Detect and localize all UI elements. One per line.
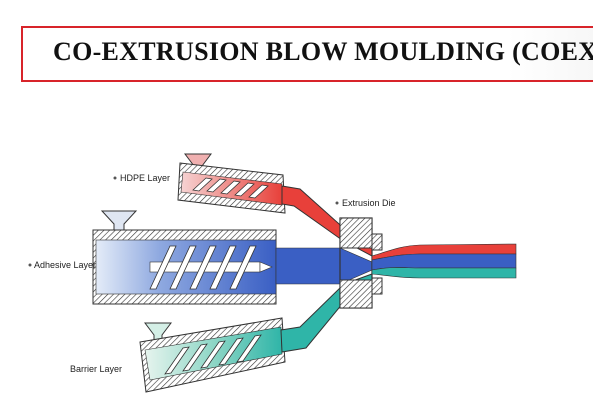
barrier-label: Barrier Layer (70, 364, 122, 374)
hdpe-screw (192, 177, 269, 199)
adhesive-hopper (100, 210, 138, 233)
barrier-screw (164, 334, 262, 375)
adhesive-melt-channel (275, 247, 373, 285)
adhesive-screw (149, 245, 257, 290)
adhesive-extruder (92, 210, 373, 305)
adhesive-label-dot (28, 263, 32, 267)
title-banner: CO-EXTRUSION BLOW MOULDING (COEX) (21, 26, 593, 82)
extrusion-die-label: Extrusion Die (342, 198, 396, 208)
barrier-output-layer (371, 267, 517, 279)
die-label-dot (335, 201, 339, 205)
parison-output (371, 243, 517, 279)
hdpe-label: HDPE Layer (120, 173, 170, 183)
hdpe-label-dot (113, 176, 117, 180)
extrusion-die (339, 217, 383, 309)
adhesive-label: Adhesive Layer (34, 260, 96, 270)
page-title: CO-EXTRUSION BLOW MOULDING (COEX) (53, 37, 593, 66)
